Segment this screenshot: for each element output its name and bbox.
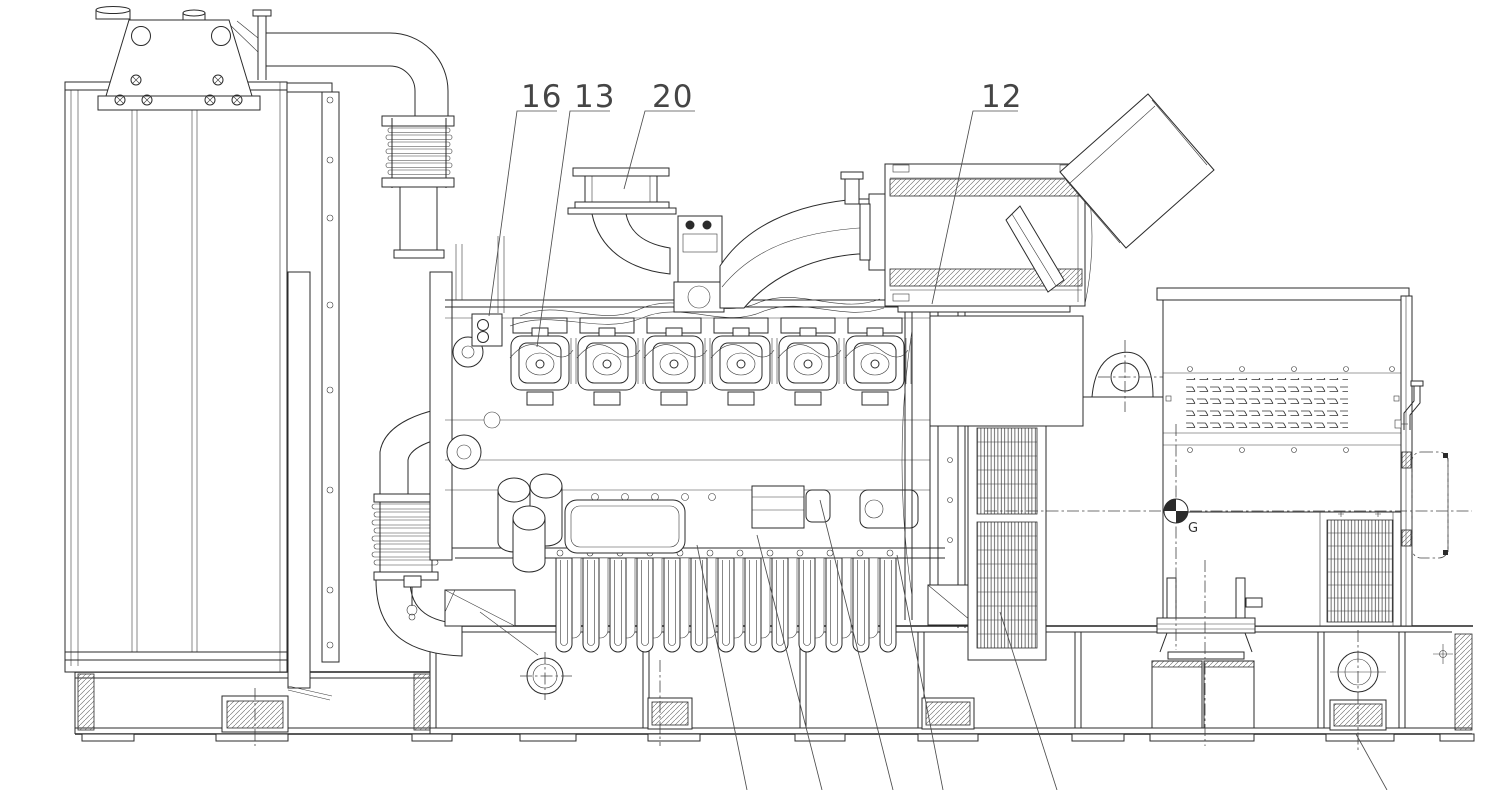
cg-symbol: G — [1163, 498, 1198, 536]
radiator-filler-caps — [95, 6, 206, 21]
oil-pan-fins — [555, 557, 897, 653]
injection-pump — [751, 485, 805, 529]
vibration-isolator — [1151, 577, 1263, 729]
alternator-grille — [1326, 519, 1394, 623]
base-channel-right — [1454, 633, 1473, 731]
callout-20-leader — [623, 110, 695, 190]
coolant-pipe-upper — [265, 32, 455, 259]
alternator-bearing-end — [1411, 451, 1449, 559]
lifting-eye — [1083, 340, 1168, 412]
air-inlet-duct — [1059, 93, 1215, 249]
air-filter — [859, 93, 1215, 313]
oil-drain-flange — [479, 611, 572, 700]
bottom-leader-lines — [696, 499, 1388, 790]
turbocharger — [673, 281, 725, 313]
front-accessories — [446, 236, 505, 470]
alternator-adapter — [1400, 295, 1413, 627]
radiator — [64, 6, 340, 701]
alternator-top-lip — [1156, 287, 1410, 301]
radiator-lifting-bracket — [97, 19, 261, 111]
alternator — [1156, 287, 1449, 627]
base-feet — [81, 733, 1475, 742]
callout-13-leader — [536, 110, 610, 348]
aftercooler-core — [967, 419, 1047, 661]
breather — [840, 171, 864, 205]
stop-solenoid — [471, 313, 503, 347]
fan-shroud — [286, 82, 340, 701]
coolant-bellows-upper — [385, 118, 453, 188]
callout-13-label: 13 — [574, 79, 615, 115]
radiator-standpipe — [257, 16, 267, 80]
base-channel-left — [77, 673, 95, 731]
drain-valve — [403, 575, 422, 621]
centerlines — [254, 424, 1472, 750]
callout-12-label: 12 — [981, 79, 1022, 115]
callout-16-leader — [488, 110, 557, 317]
alternator-bracket — [1394, 380, 1424, 430]
callout-20-label: 20 — [652, 79, 693, 115]
alternator-louvers — [1186, 378, 1348, 428]
exhaust-system — [567, 167, 886, 313]
callout-16-label: 16 — [521, 79, 562, 115]
base-channel-mid — [413, 673, 431, 731]
starter-motor — [859, 489, 919, 529]
side-cover-plate — [564, 499, 686, 554]
cg-label: G — [1188, 521, 1198, 536]
exhaust-elbow — [591, 213, 671, 275]
exhaust-outlet-flange — [584, 175, 658, 203]
oil-filters — [497, 473, 563, 573]
callout-12-leader — [931, 110, 1018, 305]
engine-junction-box — [677, 215, 723, 283]
control-box — [929, 315, 1084, 427]
pipe-elbow-lower — [375, 579, 463, 657]
callouts: 16 13 20 12 — [488, 79, 1388, 790]
